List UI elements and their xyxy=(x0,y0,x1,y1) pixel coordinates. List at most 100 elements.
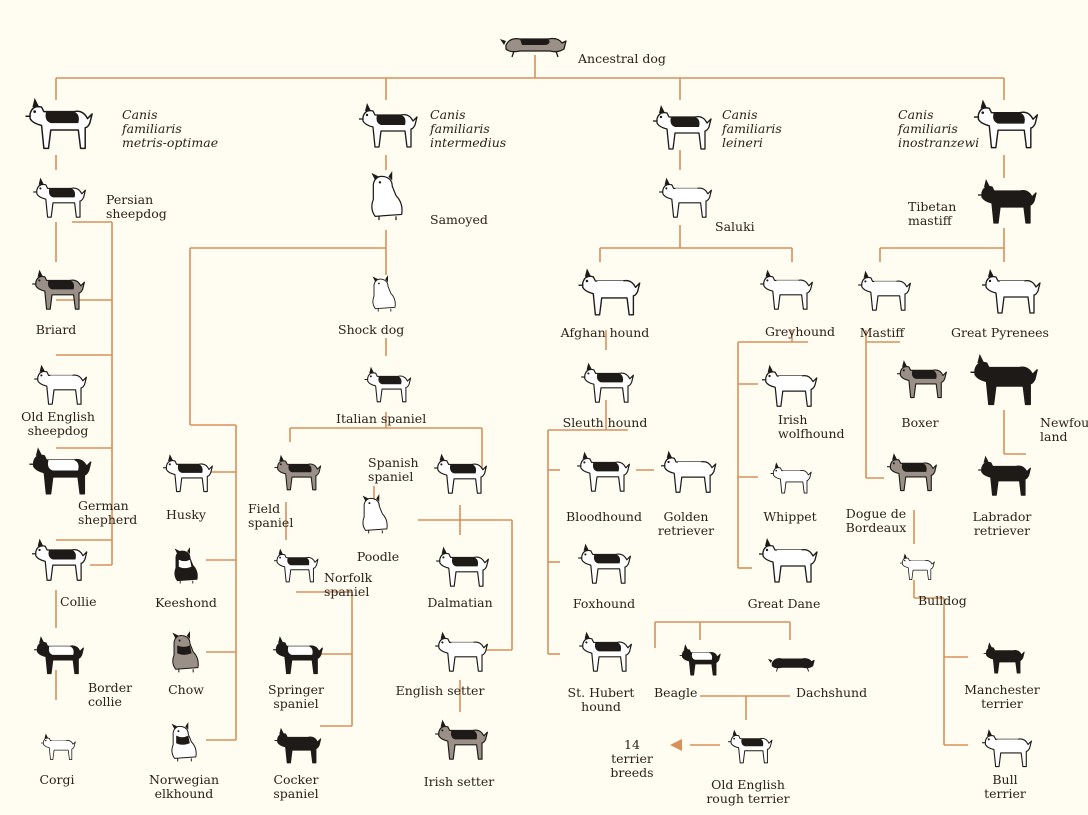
sleuth-label: Sleuth hound xyxy=(562,415,648,430)
samoyed-label: Samoyed xyxy=(430,212,488,227)
foxhound-label: Foxhound xyxy=(572,596,636,611)
keeshond-label: Keeshond xyxy=(155,595,217,610)
leineri-label: Canis familiaris leineri xyxy=(722,107,782,150)
cocker-label: Cocker spaniel xyxy=(273,772,319,801)
briard-dog-icon xyxy=(31,269,85,310)
oldeng-rough-dog-icon xyxy=(727,729,772,763)
shock-dog-icon xyxy=(371,275,396,312)
shock-label: Shock dog xyxy=(338,322,405,337)
great-dane-dog-icon xyxy=(759,538,818,583)
eng-setter-dog-icon xyxy=(434,631,488,672)
sthubert-label: St. Hubert hound xyxy=(567,685,635,714)
cocker-dog-icon xyxy=(274,727,322,763)
bloodhound-dog-icon xyxy=(576,451,630,492)
terrier14-label: 14 terrier breeds xyxy=(610,737,654,780)
eng-setter-label: English setter xyxy=(395,683,485,698)
german-label: German shepherd xyxy=(78,498,138,527)
chow-dog-icon xyxy=(172,630,199,672)
dalmatian-label: Dalmatian xyxy=(427,595,493,610)
inostranzewi-label: Canis familiaris inostranzewi xyxy=(898,107,980,150)
border-label: Border collie xyxy=(88,680,133,709)
bullterrier-dog-icon xyxy=(982,729,1032,768)
mastiff-label: Mastiff xyxy=(859,325,905,340)
ancestral-label: Ancestral dog xyxy=(578,51,666,66)
beagle-label: Beagle xyxy=(654,685,698,700)
manchester-dog-icon xyxy=(983,642,1025,674)
labrador-label: Labrador retriever xyxy=(972,509,1032,538)
pyrenees-label: Great Pyrenees xyxy=(951,325,1049,340)
metris-dog-icon xyxy=(25,97,93,150)
husky-label: Husky xyxy=(165,507,207,522)
spanish-label: Spanish spaniel xyxy=(368,455,419,484)
irish-wolf-dog-icon xyxy=(761,364,817,407)
golden-dog-icon xyxy=(660,450,716,493)
springer-dog-icon xyxy=(273,636,323,675)
elkhound-label: Norwegian elkhound xyxy=(148,772,220,801)
inostranzewi-dog-icon xyxy=(973,99,1038,148)
husky-dog-icon xyxy=(163,454,213,493)
arrow-icon xyxy=(670,739,682,751)
bullterrier-label: Bull terrier xyxy=(984,772,1026,801)
whippet-label: Whippet xyxy=(763,509,817,524)
field-dog-icon xyxy=(274,454,322,490)
whippet-dog-icon xyxy=(770,462,812,494)
spanish-dog-icon xyxy=(433,453,487,494)
irish-setter-dog-icon xyxy=(434,719,488,760)
golden-label: Golden retriever xyxy=(657,509,715,538)
irish-wolf-label: Irish wolfhound xyxy=(778,412,845,441)
leineri-dog-icon xyxy=(653,105,712,150)
bulldog-dog-icon xyxy=(900,553,935,581)
dachshund-dog-icon xyxy=(767,658,815,672)
oldeng-rough-label: Old English rough terrier xyxy=(706,777,790,806)
intermedius-dog-icon xyxy=(359,103,418,148)
dalmatian-dog-icon xyxy=(435,546,489,587)
foxhound-dog-icon xyxy=(577,543,631,584)
tibetan-dog-icon xyxy=(978,179,1037,224)
sthubert-dog-icon xyxy=(578,631,632,672)
oldeng-sheep-dog-icon xyxy=(33,364,87,405)
labrador-dog-icon xyxy=(977,455,1031,496)
springer-label: Springer spaniel xyxy=(268,682,324,711)
poodle-dog-icon xyxy=(361,493,388,533)
ancestral-dog-icon xyxy=(500,37,567,58)
irish-setter-label: Irish setter xyxy=(423,774,495,789)
elkhound-dog-icon xyxy=(170,721,197,761)
persian-dog-icon xyxy=(32,177,86,218)
mastiff-dog-icon xyxy=(857,270,911,311)
intermedius-label: Canis familiaris intermedius xyxy=(430,107,507,150)
chow-label: Chow xyxy=(168,682,204,697)
oldeng-sheep-label: Old English sheepdog xyxy=(21,409,95,438)
field-label: Field spaniel xyxy=(248,501,294,530)
norfolk-label: Norfolk spaniel xyxy=(324,570,373,599)
afghan-dog-icon xyxy=(578,267,641,315)
dachshund-label: Dachshund xyxy=(796,685,868,700)
briard-label: Briard xyxy=(35,322,77,337)
afghan-label: Afghan hound xyxy=(560,325,650,340)
norfolk-dog-icon xyxy=(273,548,318,582)
newfoundland-label: Newfound- land xyxy=(1040,415,1088,444)
keeshond-dog-icon xyxy=(173,547,198,584)
tibetan-label: Tibetan mastiff xyxy=(908,199,957,228)
bulldog-label: Bulldog xyxy=(918,593,967,608)
great-dane-label: Great Dane xyxy=(747,596,821,611)
persian-label: Persian sheepdog xyxy=(106,192,167,221)
dogue-dog-icon xyxy=(887,453,937,492)
greyhound-dog-icon xyxy=(759,269,813,310)
beagle-dog-icon xyxy=(679,644,721,676)
italian-label: Italian spaniel xyxy=(336,411,427,426)
poodle-label: Poodle xyxy=(356,549,400,564)
metris-label: Canis familiaris metris-optimae xyxy=(122,107,219,150)
manchester-label: Manchester terrier xyxy=(964,682,1040,711)
boxer-label: Boxer xyxy=(901,415,939,430)
corgi-dog-icon xyxy=(41,733,76,761)
corgi-label: Corgi xyxy=(39,772,75,787)
newfoundland-dog-icon xyxy=(970,353,1038,406)
bloodhound-label: Bloodhound xyxy=(566,509,642,524)
boxer-dog-icon xyxy=(897,360,947,399)
dogue-label: Dogue de Bordeaux xyxy=(845,506,907,535)
greyhound-label: Greyhound xyxy=(764,324,836,339)
german-dog-icon xyxy=(29,446,92,494)
pyrenees-dog-icon xyxy=(982,269,1041,314)
